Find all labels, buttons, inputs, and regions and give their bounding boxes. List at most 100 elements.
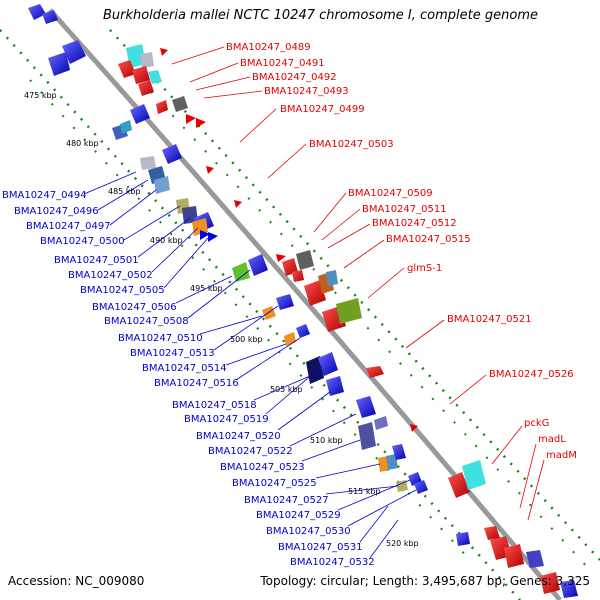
gene-box[interactable] [374,416,388,430]
gene-arrow[interactable] [130,104,150,124]
gene-label[interactable]: BMA10247_0491 [240,58,325,69]
gene-label[interactable]: BMA10247_0494 [2,190,87,201]
gene-label[interactable]: BMA10247_0531 [278,542,363,553]
gene-label[interactable]: BMA10247_0511 [362,204,447,215]
gene-box[interactable] [140,156,156,170]
gene-box[interactable] [462,460,486,490]
gene-arrow[interactable] [366,366,384,378]
leader-line [337,479,411,511]
gene-label[interactable]: BMA10247_0492 [252,72,337,83]
gene-label[interactable]: madM [546,450,577,461]
gene-arrow[interactable] [504,544,524,568]
gene-arrow-small[interactable] [410,424,418,432]
gene-label[interactable]: BMA10247_0522 [208,446,293,457]
gene-box[interactable] [172,96,188,112]
gene-arrow-small[interactable] [208,232,218,242]
gene-arrow-small[interactable] [234,200,242,208]
gene-arrow[interactable] [540,572,560,594]
gene-label[interactable]: BMA10247_0532 [290,557,375,568]
gene-label[interactable]: BMA10247_0518 [172,400,257,411]
gene-box[interactable] [336,298,362,324]
gene-label[interactable]: BMA10247_0523 [220,462,305,473]
gene-arrow-small[interactable] [196,118,206,128]
gene-arrow[interactable] [414,480,428,494]
gene-box[interactable] [358,422,376,450]
gene-box[interactable] [526,550,544,568]
gene-label[interactable]: BMA10247_0497 [26,221,111,232]
gene-label[interactable]: pckG [524,418,549,429]
gene-label[interactable]: madL [538,434,566,445]
gene-arrow[interactable] [162,144,182,164]
gene-label[interactable]: BMA10247_0512 [372,218,457,229]
gene-label[interactable]: BMA10247_0516 [154,378,239,389]
gene-label[interactable]: glmS-1 [407,263,442,274]
gene-arrow-small[interactable] [186,114,196,124]
gene-label[interactable]: BMA10247_0510 [118,333,203,344]
gene-arrow[interactable] [62,40,86,64]
gene-box[interactable] [154,176,170,194]
gene-arrow[interactable] [132,66,150,84]
gene-arrow[interactable] [138,80,154,96]
gene-label[interactable]: BMA10247_0503 [309,139,394,150]
gene-box[interactable] [386,454,398,470]
leader-line [301,439,361,462]
gene-arrow[interactable] [392,444,406,460]
gene-label[interactable]: BMA10247_0513 [130,348,215,359]
gene-label[interactable]: BMA10247_0529 [256,510,341,521]
gene-arrow[interactable] [292,270,304,282]
gene-arrow[interactable] [28,4,46,20]
gene-label[interactable]: BMA10247_0519 [184,414,269,425]
tick-label: 480 kbp [66,139,99,148]
leader-line [151,227,199,273]
gene-label[interactable]: BMA10247_0509 [348,188,433,199]
gene-arrow[interactable] [448,472,470,498]
gene-label[interactable]: BMA10247_0506 [92,302,177,313]
gene-arrow[interactable] [318,352,338,376]
gene-arrow[interactable] [248,254,268,276]
gene-label[interactable]: BMA10247_0489 [226,42,311,53]
gene-arrow[interactable] [484,526,500,540]
gene-box[interactable] [126,44,146,68]
gene-arrow[interactable] [560,580,578,598]
gene-arrow[interactable] [118,60,136,78]
gene-label[interactable]: BMA10247_0515 [386,234,471,245]
gene-box[interactable] [306,356,324,384]
gene-label[interactable]: BMA10247_0527 [244,495,329,506]
gene-label[interactable]: BMA10247_0496 [14,206,99,217]
gene-label[interactable]: BMA10247_0500 [40,236,125,247]
gene-arrow[interactable] [42,10,58,24]
gene-arrow-small[interactable] [276,254,286,262]
gene-arrow[interactable] [282,258,298,276]
gene-arrow[interactable] [48,52,70,76]
gene-arrow[interactable] [276,294,294,310]
gene-box[interactable] [120,120,132,134]
gene-arrow[interactable] [356,396,376,418]
gene-box[interactable] [326,270,338,286]
gene-label[interactable]: BMA10247_0502 [68,270,153,281]
gene-arrow[interactable] [456,532,470,546]
gene-box[interactable] [232,262,250,282]
gene-label[interactable]: BMA10247_0499 [280,104,365,115]
gene-label[interactable]: BMA10247_0514 [142,363,227,374]
gene-box[interactable] [396,480,408,492]
gene-label[interactable]: BMA10247_0520 [196,431,281,442]
gene-label[interactable]: BMA10247_0525 [232,478,317,489]
gene-label[interactable]: BMA10247_0505 [80,285,165,296]
gene-arrow[interactable] [156,100,168,114]
gene-arrow[interactable] [326,376,344,396]
gene-arrow[interactable] [296,324,310,338]
gene-arrow-small[interactable] [160,48,168,56]
gene-label[interactable]: BMA10247_0526 [489,369,574,380]
gene-box[interactable] [182,206,198,224]
gene-label[interactable]: BMA10247_0521 [447,314,532,325]
gene-arrow-small[interactable] [206,166,214,174]
gene-box[interactable] [296,250,314,270]
gene-label[interactable]: BMA10247_0530 [266,526,351,537]
gene-box[interactable] [140,52,154,68]
gene-label[interactable]: BMA10247_0508 [104,316,189,327]
gene-arrow-small[interactable] [200,230,210,240]
gene-label[interactable]: BMA10247_0501 [54,255,139,266]
gene-label[interactable]: BMA10247_0493 [264,86,349,97]
gene-box[interactable] [192,218,208,236]
gene-box[interactable] [148,70,162,84]
